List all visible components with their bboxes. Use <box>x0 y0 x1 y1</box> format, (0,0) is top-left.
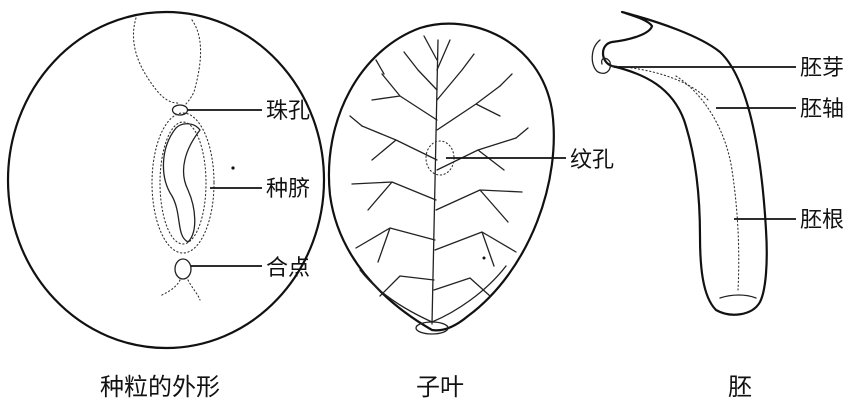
cotyledon-panel: 纹孔 子叶 <box>327 22 614 401</box>
cotyledon-speck <box>482 256 486 260</box>
cotyledon-veins <box>349 35 529 325</box>
hilum-inner <box>162 123 201 243</box>
plumule-fold <box>591 39 612 74</box>
micropyle-label: 珠孔 <box>266 99 310 124</box>
seed-speck <box>231 166 235 170</box>
seed-outline <box>6 10 326 350</box>
hilum-middle <box>159 121 207 245</box>
embryo-axis-dotted <box>675 75 740 291</box>
seed-exterior-panel: 珠孔 种脐 合点 种粒的外形 <box>6 10 326 401</box>
hilum-outer <box>151 112 215 254</box>
plumule-label: 胚芽 <box>800 56 844 81</box>
micropyle-mark <box>171 104 189 116</box>
radicle-tip <box>719 294 757 299</box>
embryo-panel: 胚芽 胚轴 胚根 胚 <box>591 10 844 401</box>
seed-exterior-caption: 种粒的外形 <box>100 373 220 401</box>
cotyledon-caption: 子叶 <box>416 373 464 401</box>
chalaza-tail-dotted <box>159 279 201 301</box>
chalaza-label: 合点 <box>266 256 310 281</box>
hilum-label: 种脐 <box>266 177 310 202</box>
hypocotyl-label: 胚轴 <box>800 97 844 122</box>
pit-label: 纹孔 <box>570 148 614 173</box>
chalaza-mark <box>174 258 192 280</box>
seed-raphe-dotted <box>132 17 202 107</box>
radicle-label: 胚根 <box>800 208 844 233</box>
embryo-outline <box>601 10 768 316</box>
cotyledon-outline <box>327 22 555 332</box>
embryo-caption: 胚 <box>728 373 752 401</box>
